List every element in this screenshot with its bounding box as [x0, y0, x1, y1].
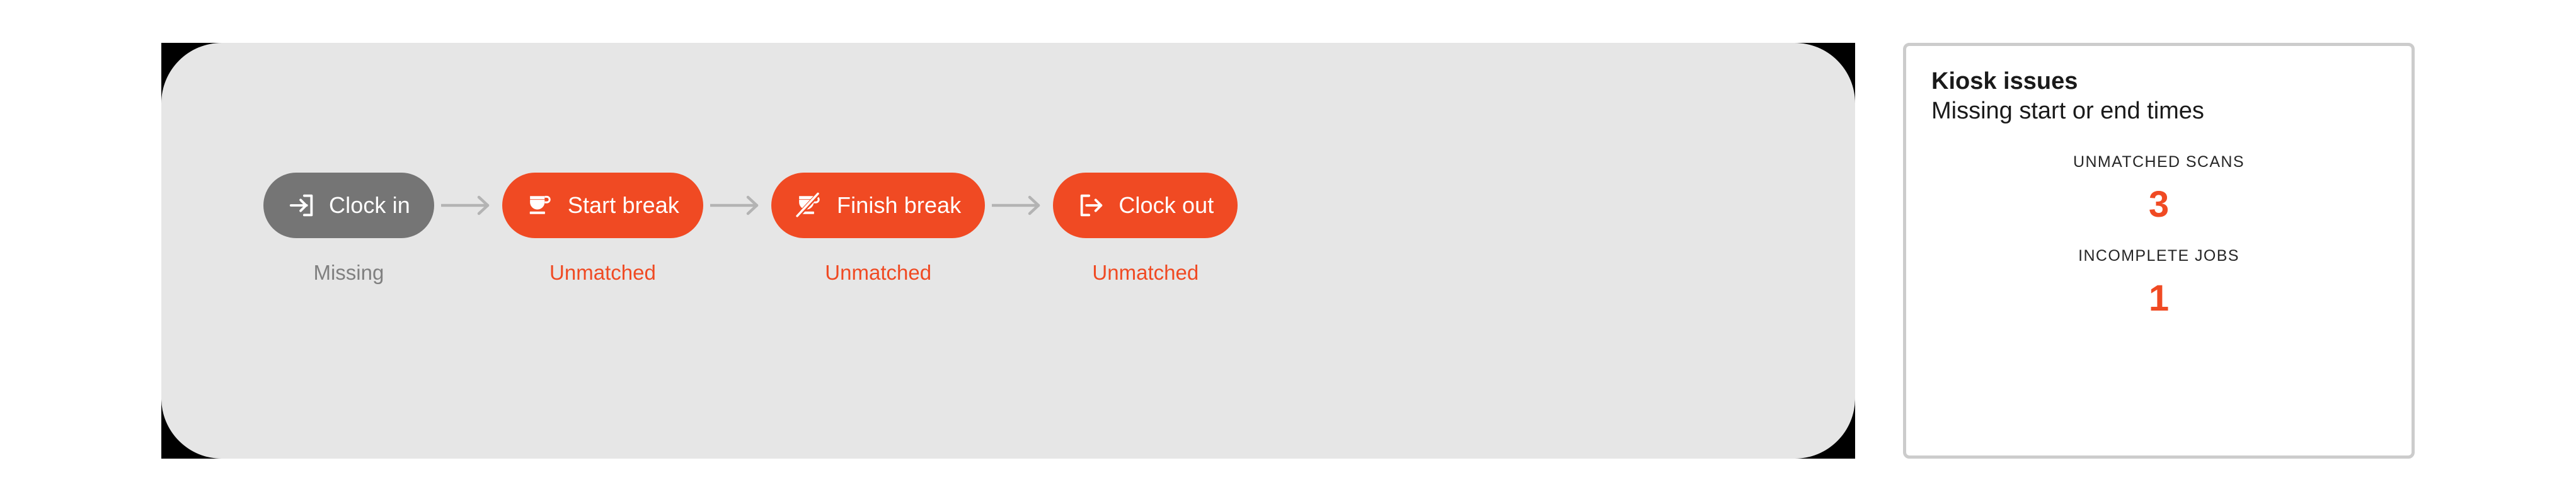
kiosk-issues-subtitle: Missing start or end times: [1931, 97, 2204, 124]
metric-incomplete-jobs-value: 1: [2148, 277, 2170, 319]
flow-step-finish-break[interactable]: Finish break Unmatched: [771, 173, 986, 284]
clock-in-status: Missing: [313, 261, 384, 284]
coffee-cup-slash-icon: [795, 191, 824, 220]
coffee-cup-icon: [526, 191, 555, 220]
metric-incomplete-jobs-label: INCOMPLETE JOBS: [2078, 246, 2240, 265]
clock-in-label: Clock in: [329, 192, 410, 218]
arrow-right-icon: [440, 193, 495, 218]
flow-connector-3: [985, 173, 1053, 238]
flow-step-clock-out[interactable]: Clock out Unmatched: [1053, 173, 1238, 283]
kiosk-issues-title: Kiosk issues: [1931, 68, 2078, 94]
metric-unmatched-scans-label: UNMATCHED SCANS: [2073, 152, 2245, 171]
clock-out-label: Clock out: [1118, 192, 1214, 218]
metric-unmatched-scans-value: 3: [2148, 183, 2170, 225]
metric-unmatched-scans: UNMATCHED SCANS 3: [1931, 154, 2386, 223]
finish-break-pill[interactable]: Finish break: [771, 173, 986, 238]
finish-break-status: Unmatched: [825, 261, 932, 284]
login-icon: [287, 191, 316, 220]
kiosk-issues-card[interactable]: Kiosk issues Missing start or end times …: [1903, 43, 2415, 459]
clock-out-status: Unmatched: [1092, 261, 1199, 284]
arrow-right-icon: [710, 193, 764, 218]
kiosk-flow-panel: Clock in Missing: [161, 43, 1855, 459]
clock-in-pill[interactable]: Clock in: [263, 173, 434, 238]
start-break-pill[interactable]: Start break: [502, 173, 704, 238]
start-break-status: Unmatched: [549, 261, 656, 284]
arrow-right-icon: [992, 193, 1046, 218]
kiosk-flow-steps: Clock in Missing: [161, 173, 1855, 336]
flow-connector-1: [434, 173, 502, 238]
clock-out-pill[interactable]: Clock out: [1053, 173, 1238, 238]
flow-step-clock-in[interactable]: Clock in Missing: [263, 173, 434, 283]
logout-icon: [1077, 191, 1106, 220]
flow-step-start-break[interactable]: Start break Unmatched: [502, 173, 704, 284]
finish-break-label: Finish break: [837, 192, 962, 218]
metric-incomplete-jobs: INCOMPLETE JOBS 1: [1931, 248, 2386, 317]
start-break-label: Start break: [567, 192, 680, 218]
flow-connector-2: [703, 173, 771, 238]
